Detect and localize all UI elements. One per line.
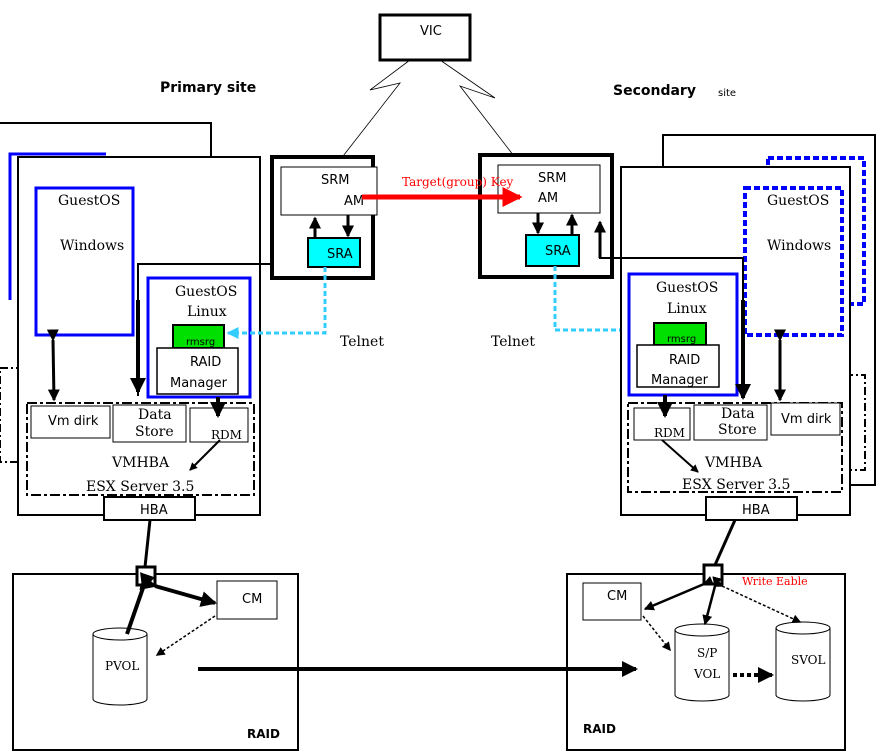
- secondary-vmhba: RDM Data Store Vm dirk VMHBA ESX Server …: [627, 402, 843, 493]
- svg-text:RAID: RAID: [190, 355, 221, 370]
- secondary-hba-port-link: [713, 519, 737, 566]
- svg-text:RAID: RAID: [669, 353, 700, 368]
- secondary-raid-manager: [636, 344, 720, 388]
- secondary-site-suffix: site: [718, 88, 736, 99]
- secondary-guestos-linux: GuestOS Linux rmsrg RAID Manager: [627, 272, 739, 397]
- svg-text:SRM: SRM: [321, 173, 350, 188]
- svg-text:Manager: Manager: [651, 373, 709, 388]
- svg-text:RAID: RAID: [247, 727, 280, 741]
- primary-back-guest: [8, 152, 106, 300]
- svg-text:rmsrg: rmsrg: [186, 337, 215, 348]
- svg-text:GuestOS: GuestOS: [767, 193, 829, 209]
- svg-text:ESX Server 3.5: ESX Server 3.5: [682, 477, 790, 493]
- vic-box: VIC: [378, 13, 472, 62]
- primary-vmhba: Vm dirk Data Store RDM VMHBA ESX Server …: [26, 402, 255, 496]
- svg-text:RDM: RDM: [654, 426, 685, 440]
- svg-text:Manager: Manager: [170, 376, 228, 391]
- primary-rdm-vmhba-arrow: [189, 439, 221, 471]
- svg-text:GuestOS: GuestOS: [58, 193, 120, 209]
- secondary-sra: [525, 234, 580, 267]
- svg-text:Windows: Windows: [60, 238, 124, 254]
- secondary-cm-spvol-arrow: [642, 615, 671, 652]
- secondary-guestos-windows: GuestOS Windows: [743, 186, 844, 337]
- pvol-cylinder: PVOL: [92, 627, 148, 706]
- secondary-raid: Write Eable CM S/P VOL SVOL RAID: [566, 563, 846, 751]
- secondary-rdm-vmhba-arrow: [661, 439, 699, 473]
- svg-text:SRM: SRM: [538, 171, 567, 186]
- svg-text:SVOL: SVOL: [791, 653, 826, 667]
- primary-back-vmhba: [0, 367, 19, 463]
- svg-text:CM: CM: [242, 592, 262, 607]
- secondary-port-spvol-arrow: [702, 576, 723, 626]
- port-cm-arrow: [139, 574, 217, 607]
- svg-text:Linux: Linux: [667, 301, 707, 317]
- primary-srm-server: SRM AM SRA: [270, 155, 378, 280]
- primary-windows-vmdisk-arrow: [46, 329, 60, 402]
- primary-hba: HBA: [103, 496, 196, 521]
- primary-guestos-windows: GuestOS Windows: [34, 186, 135, 337]
- svg-text:S/P: S/P: [697, 646, 717, 660]
- secondary-port: [702, 563, 724, 586]
- svg-text:Store: Store: [718, 422, 757, 438]
- svg-text:ESX Server 3.5: ESX Server 3.5: [86, 479, 194, 495]
- svg-text:Windows: Windows: [767, 238, 831, 254]
- primary-site-label: Primary site: [160, 80, 256, 96]
- svg-text:rmsrg: rmsrg: [667, 334, 696, 345]
- cm-pvol-arrow: [155, 615, 216, 656]
- svg-text:AM: AM: [344, 194, 364, 209]
- svg-text:Vm dirk: Vm dirk: [48, 414, 99, 429]
- primary-hba-port-link: [143, 519, 152, 568]
- secondary-telnet-link: [553, 266, 652, 336]
- svg-text:SRA: SRA: [545, 244, 571, 259]
- sp-vol-cylinder: S/P VOL: [674, 623, 730, 702]
- secondary-port-svol-arrow: [713, 578, 802, 623]
- secondary-site-label: Secondary: [613, 83, 696, 99]
- svg-text:HBA: HBA: [140, 503, 168, 518]
- target-key-label: Target(group) Key: [402, 175, 514, 189]
- write-enable-label: Write Eable: [742, 575, 808, 588]
- svg-text:CM: CM: [607, 589, 627, 604]
- secondary-port-cm-arrow: [643, 575, 715, 611]
- svg-text:RDM: RDM: [211, 428, 242, 442]
- svg-text:VOL: VOL: [693, 667, 720, 681]
- svg-text:VMHBA: VMHBA: [111, 455, 170, 471]
- secondary-srm-server: SRM AM SRA: [478, 153, 614, 279]
- svg-text:Data: Data: [138, 407, 172, 423]
- primary-telnet-link: [226, 267, 327, 339]
- svg-text:HBA: HBA: [742, 503, 770, 518]
- svg-text:SRA: SRA: [327, 247, 353, 262]
- svg-text:AM: AM: [538, 191, 558, 206]
- svg-text:GuestOS: GuestOS: [175, 284, 237, 300]
- svg-text:GuestOS: GuestOS: [656, 280, 718, 296]
- primary-back-server: [0, 122, 212, 157]
- primary-raid: CM PVOL RAID: [12, 565, 299, 751]
- primary-sra: [307, 237, 361, 268]
- secondary-telnet-label: Telnet: [491, 334, 535, 350]
- svg-text:VMHBA: VMHBA: [704, 455, 763, 471]
- primary-raid-manager: [156, 347, 239, 395]
- svg-text:Data: Data: [721, 406, 755, 422]
- primary-port: [135, 565, 157, 587]
- svg-text:RAID: RAID: [583, 722, 616, 736]
- svg-text:Linux: Linux: [187, 304, 227, 320]
- svg-text:VIC: VIC: [420, 24, 442, 39]
- secondary-hba: HBA: [705, 496, 798, 521]
- primary-guestos-linux: GuestOS Linux rmsrg RAID Manager: [146, 276, 252, 399]
- svg-text:Vm dirk: Vm dirk: [781, 412, 832, 427]
- svg-text:PVOL: PVOL: [105, 659, 139, 673]
- svg-text:Store: Store: [135, 424, 174, 440]
- svol-cylinder: SVOL: [775, 621, 831, 702]
- primary-telnet-label: Telnet: [340, 334, 384, 350]
